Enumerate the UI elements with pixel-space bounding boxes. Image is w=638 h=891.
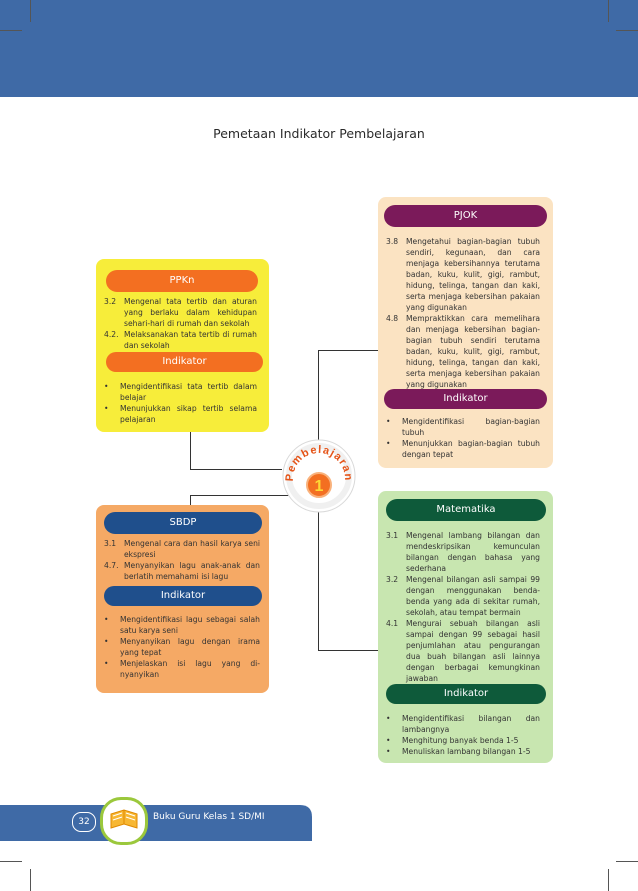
connector-line [318,650,380,651]
matematika-indicators: Mengidentifikasi bilangan dan lambangnya… [386,713,540,757]
crop-mark [616,30,638,31]
matematika-title: Matematika [386,499,546,521]
badge-number: 1 [315,478,324,495]
indicator-item: Menunjukkan bagian-bagian tubuh dengan t… [386,438,540,460]
badge-graphic: Pembelajaran 1 [282,439,356,513]
ppkn-indicator-label: Indikator [106,352,263,372]
page-title: Pemetaan Indikator Pembelajaran [213,126,425,141]
indicator-item: Menjelaskan isi lagu yang di-nyanyikan [104,658,260,680]
header-band [0,0,638,97]
indicator-item: Menuliskan lambang bilangan 1-5 [386,746,540,757]
indicator-item: Menyanyikan lagu dengan irama yang tepat [104,636,260,658]
indicator-item: Menunjukkan sikap tertib selama pelajara… [104,403,257,425]
indicator-item: Mengidentifikasi lagu sebagai salah satu… [104,614,260,636]
crop-mark [30,869,31,891]
sbdp-title: SBDP [104,512,262,534]
connector-line [318,510,319,650]
sbdp-indicators: Mengidentifikasi lagu sebagai salah satu… [104,614,260,680]
indicator-item: Mengidentifikasi bilangan dan lambangnya [386,713,540,735]
crop-mark [608,869,609,891]
ppkn-title: PPKn [106,270,258,292]
indicator-item: Menghitung banyak benda 1-5 [386,735,540,746]
crop-mark [0,30,22,31]
competency-item: 4.7.Menyanyikan lagu anak-anak dan berla… [104,561,260,581]
book-title: Buku Guru Kelas 1 SD/MI [153,812,265,822]
book-icon [100,797,148,845]
connector-line [318,350,378,351]
footer-band [0,805,360,841]
indicator-item: Mengidentifikasi bagian-bagian tubuh [386,416,540,438]
ppkn-indicators: Mengidentifikasi tata tertib dalam belaj… [104,381,257,425]
sbdp-indicator-label: Indikator [104,586,262,606]
matematika-indicator-label: Indikator [386,684,546,704]
connector-line [190,432,191,470]
pembelajaran-badge: Pembelajaran 1 [282,439,356,513]
connector-line [318,350,319,445]
connector-line [190,495,290,496]
pjok-indicators: Mengidentifikasi bagian-bagian tubuh Men… [386,416,540,460]
crop-mark [608,0,609,22]
crop-mark [30,0,31,22]
pjok-indicator-label: Indikator [384,389,547,409]
connector-line [190,495,191,507]
pjok-title: PJOK [384,205,547,227]
page-number: 32 [72,812,96,832]
crop-mark [616,861,638,862]
connector-line [190,469,282,470]
crop-mark [0,861,22,862]
indicator-item: Mengidentifikasi tata tertib dalam belaj… [104,381,257,403]
competency-item: 4.2.Melaksanakan tata tertib di rumah da… [104,330,257,350]
